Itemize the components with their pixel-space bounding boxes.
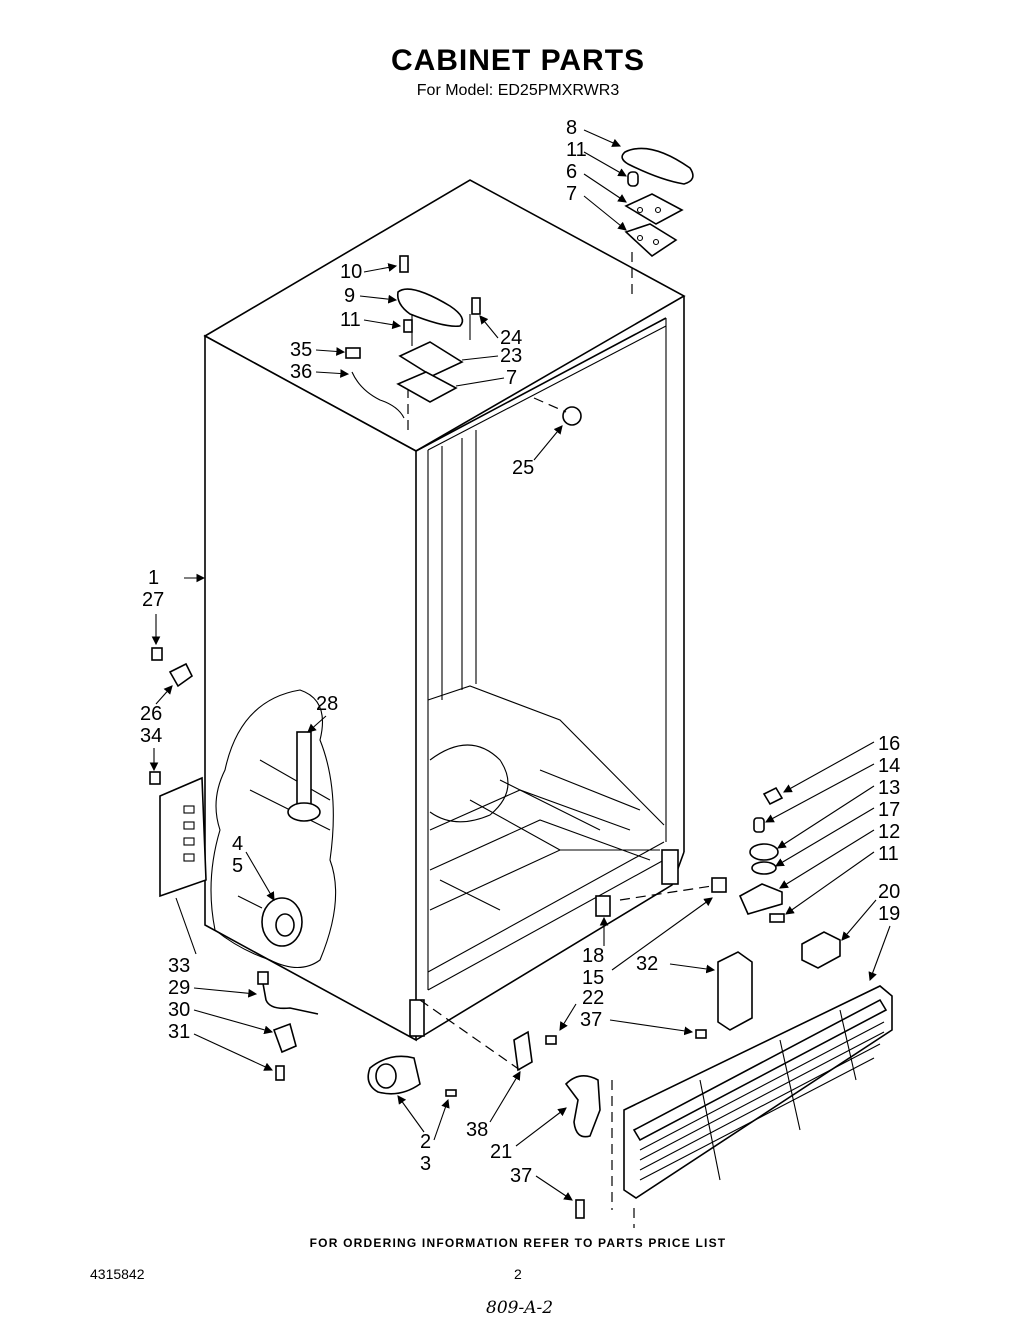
callout-12: 12 — [878, 821, 900, 843]
bottom-left-hinge — [513, 1030, 601, 1138]
callout-labels: 8 11 6 7 10 9 11 24 35 23 36 7 25 1 27 2… — [140, 117, 900, 1187]
callout-23: 23 — [500, 345, 522, 367]
callout-9: 9 — [344, 285, 355, 307]
callout-35: 35 — [290, 339, 312, 361]
callout-25: 25 — [512, 457, 534, 479]
callout-29: 29 — [168, 977, 190, 999]
callout-4: 4 — [232, 833, 243, 855]
cover-plate — [159, 776, 207, 898]
callout-11: 11 — [566, 139, 587, 161]
tube-parts — [257, 971, 319, 1081]
callout-14: 14 — [878, 755, 900, 777]
callout-11: 11 — [340, 309, 361, 331]
callout-7: 7 — [566, 183, 577, 205]
callout-19: 19 — [878, 903, 900, 925]
callout-13: 13 — [878, 777, 900, 799]
callout-32: 32 — [636, 953, 658, 975]
callout-27: 27 — [142, 589, 164, 611]
callout-21: 21 — [490, 1141, 512, 1163]
callout-22: 22 — [582, 987, 604, 1009]
model-subtitle: For Model: ED25PMXRWR3 — [416, 82, 620, 99]
front-roller — [367, 999, 521, 1097]
callout-24: 24 — [500, 327, 522, 349]
bottom-right-hinge — [595, 786, 785, 923]
top-left-hinge — [345, 255, 582, 426]
callout-17: 17 — [878, 799, 900, 821]
page-number: 2 — [514, 1266, 522, 1282]
top-right-hinge — [621, 147, 694, 258]
callout-5: 5 — [232, 855, 243, 877]
toe-grille — [575, 931, 893, 1228]
callout-38: 38 — [466, 1119, 488, 1141]
callout-34: 34 — [140, 725, 162, 747]
page-title: CABINET PARTS — [390, 44, 646, 77]
callout-31: 31 — [168, 1021, 190, 1043]
callout-2: 2 — [420, 1131, 431, 1153]
leader-lines — [149, 129, 891, 1201]
callout-36: 36 — [290, 361, 312, 383]
callout-3: 3 — [420, 1153, 431, 1175]
cabinet-left-side — [204, 334, 417, 1042]
callout-28: 28 — [316, 693, 338, 715]
callout-16: 16 — [878, 733, 900, 755]
ordering-footer: FOR ORDERING INFORMATION REFER TO PARTS … — [309, 1236, 727, 1250]
callout-15: 15 — [582, 967, 604, 989]
callout-1: 1 — [148, 567, 159, 589]
leveling-bolt — [296, 731, 312, 813]
callout-6: 6 — [566, 161, 577, 183]
callout-37: 37 — [580, 1009, 602, 1031]
callout-11: 11 — [878, 843, 899, 865]
hinge-cover — [621, 147, 694, 185]
callout-26: 26 — [140, 703, 162, 725]
callout-37: 37 — [510, 1165, 532, 1187]
callout-7: 7 — [506, 367, 517, 389]
callout-10: 10 — [340, 261, 362, 283]
callout-8: 8 — [566, 117, 577, 139]
left-side-parts — [149, 647, 207, 898]
callout-30: 30 — [168, 999, 190, 1021]
callout-20: 20 — [878, 881, 900, 903]
handwritten-note: 809-A-2 — [486, 1298, 554, 1318]
compressor-cutaway — [210, 689, 337, 969]
document-number: 4315842 — [90, 1266, 145, 1282]
callout-33: 33 — [168, 955, 190, 977]
callout-18: 18 — [582, 945, 604, 967]
